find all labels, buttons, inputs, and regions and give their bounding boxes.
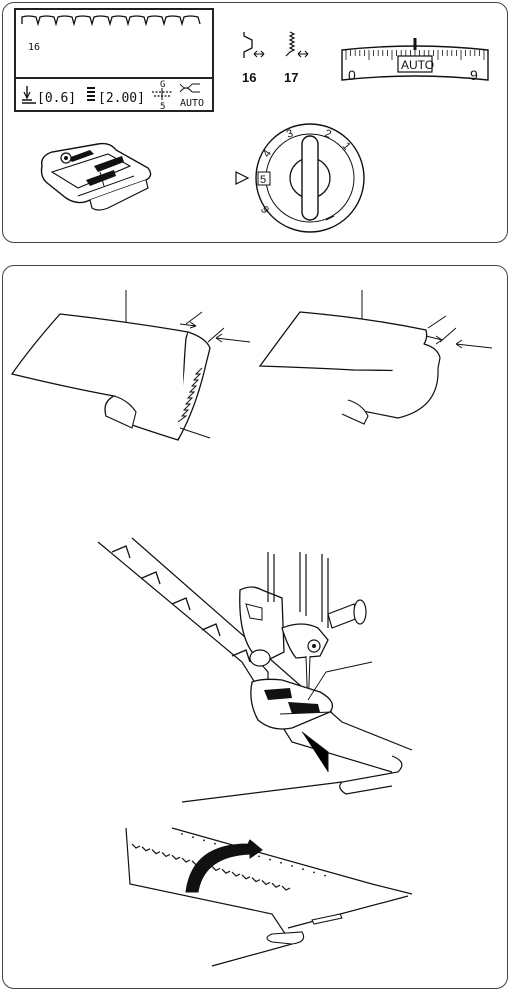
lcd-screen: 16 [0.6] [2.00] G 5 AUTO	[14, 8, 214, 112]
stitch-choice-17: 17	[280, 30, 320, 90]
blind-hem-foot-illustration	[38, 136, 156, 212]
curved-arrow-icon	[186, 840, 262, 892]
thumb-screw-icon	[328, 604, 358, 628]
svg-text:16: 16	[242, 70, 256, 85]
lcd-auto-label: AUTO	[180, 98, 204, 109]
pressure-dial: 1 2 3 4 5 6	[230, 120, 380, 232]
left-right-arrow-icon	[298, 51, 308, 57]
dial-label-5: 5	[260, 174, 266, 186]
stretch-blind-hem-stitch-icon	[286, 32, 294, 56]
pattern-number: 16	[28, 42, 40, 53]
fabric-fold-diagram-b	[258, 288, 503, 448]
tension-value: 5	[160, 102, 165, 112]
svg-text:9: 9	[470, 67, 478, 83]
svg-text:0: 0	[348, 67, 356, 83]
sewing-machine-blind-hem-illustration	[92, 532, 412, 812]
svg-text:AUTO: AUTO	[401, 58, 434, 72]
svg-text:17: 17	[284, 70, 298, 85]
thumb-screw-left-icon	[250, 650, 270, 666]
stitch-width-value: [0.6]	[37, 91, 76, 106]
presser-foot-letter: G	[160, 80, 165, 90]
stitch-length-value: [2.00]	[98, 91, 145, 106]
blind-hem-stitch-icon	[244, 32, 252, 58]
dial-pointer-icon	[236, 172, 248, 184]
left-right-arrow-icon	[254, 51, 264, 57]
thread-tension-dial: AUTO 0 9	[340, 36, 490, 84]
hem-unfold-illustration	[112, 824, 412, 974]
stitch-choice-16: 16	[238, 30, 278, 90]
fabric-fold-diagram-a	[10, 288, 255, 453]
